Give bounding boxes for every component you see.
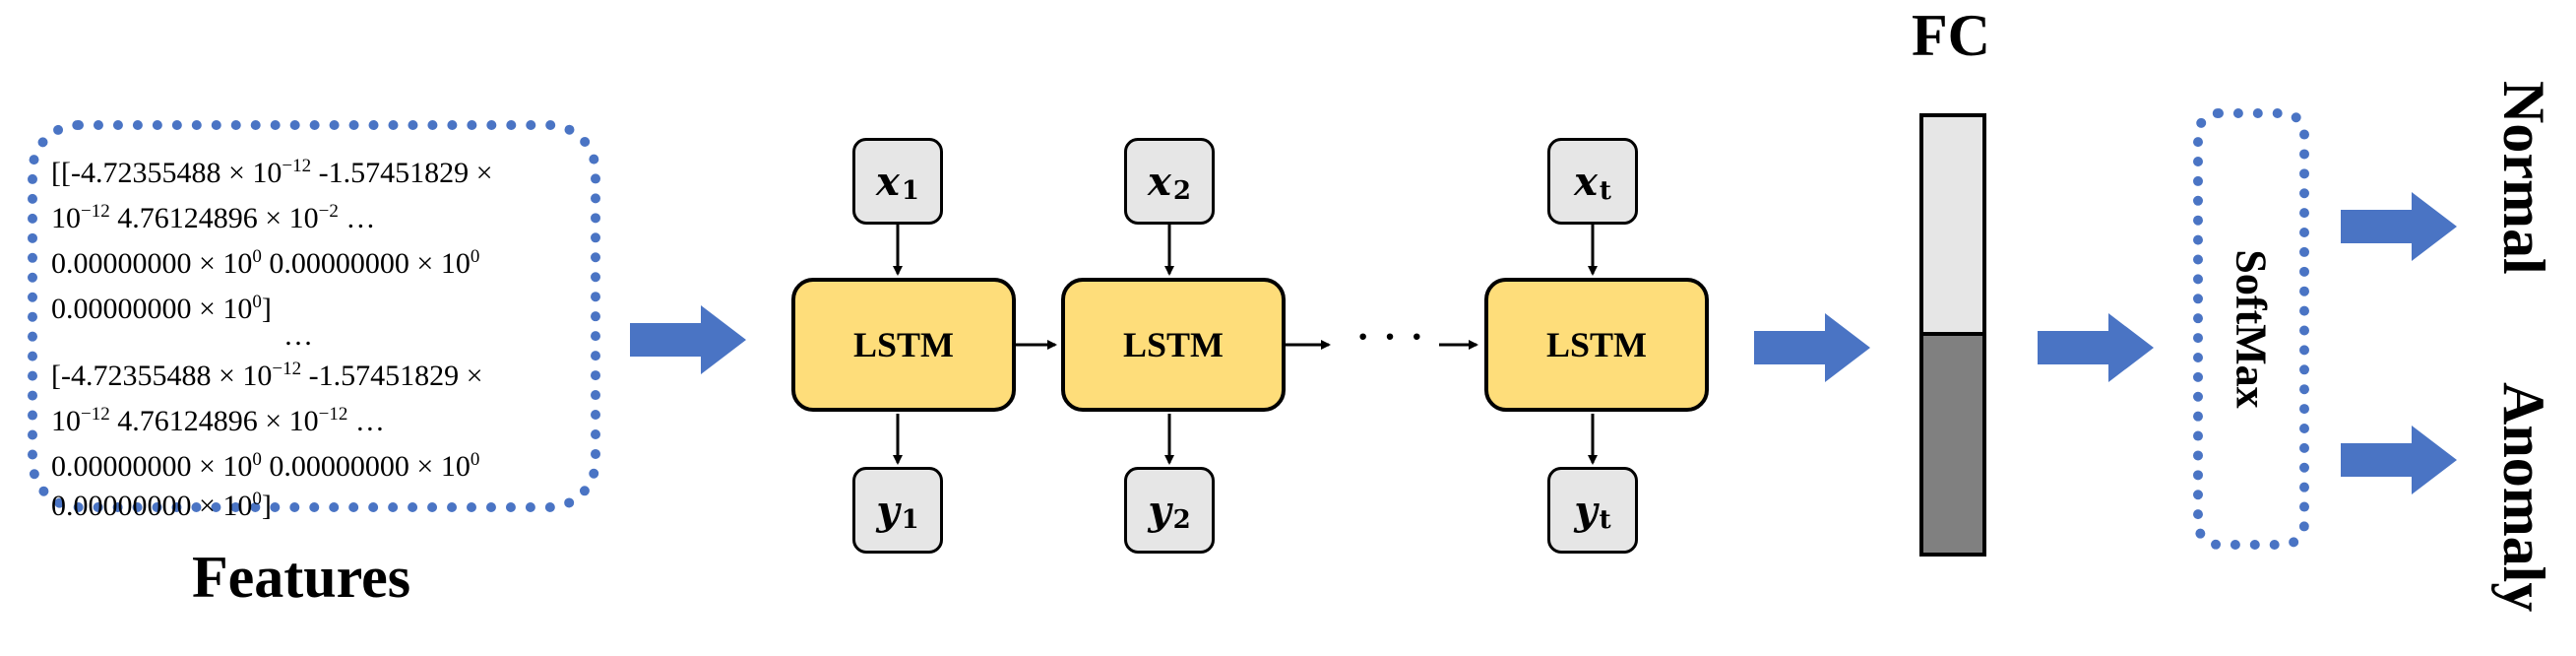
lstm-cell-1: LSTM <box>791 278 1016 412</box>
arrow-to-anomaly <box>2341 426 2457 494</box>
features-title: Features <box>192 545 411 610</box>
features-box <box>28 120 600 512</box>
feature-line-5: [-4.72355488 × 10−12 -1.57451829 × <box>51 359 483 392</box>
fc-layer-bar <box>1919 113 1986 557</box>
feature-line-4: 0.00000000 × 100] <box>51 292 272 325</box>
ellipsis: · · · <box>1356 314 1426 359</box>
feature-line-7: 0.00000000 × 100 0.00000000 × 100 <box>51 449 480 483</box>
lstm-cell-t: LSTM <box>1484 278 1709 412</box>
lstm-cell-2: LSTM <box>1061 278 1286 412</box>
output-anomaly-label: Anomaly <box>2491 382 2556 613</box>
arrow-to-normal <box>2341 192 2457 261</box>
feature-line-2: 10−12 4.76124896 × 10−2 … <box>51 201 376 234</box>
fc-layer-active <box>1923 332 1982 553</box>
feature-line-1: [[-4.72355488 × 10−12 -1.57451829 × <box>51 156 493 189</box>
feature-line-6: 10−12 4.76124896 × 10−12 … <box>51 404 385 437</box>
arrow-features-to-lstm <box>630 305 746 374</box>
arrow-fc-to-softmax <box>2038 313 2154 382</box>
softmax-label: SoftMax <box>2227 249 2276 409</box>
feature-line-3: 0.00000000 × 100 0.00000000 × 100 <box>51 246 480 280</box>
softmax-box: SoftMax <box>2193 108 2309 550</box>
fc-title: FC <box>1912 3 1990 68</box>
feature-line-8: 0.00000000 × 100] <box>51 489 272 522</box>
output-normal-label: Normal <box>2491 81 2556 275</box>
feature-ellipsis: … <box>283 319 313 352</box>
arrow-lstm-to-fc <box>1754 313 1870 382</box>
